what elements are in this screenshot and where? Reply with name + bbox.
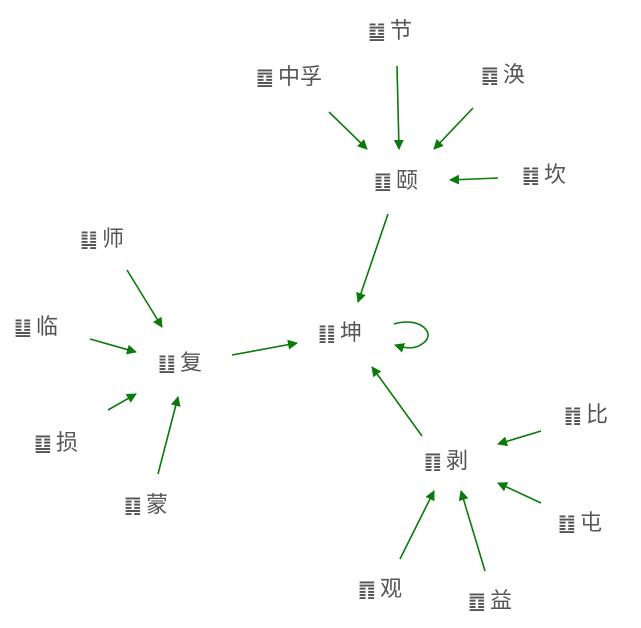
node-guan: ䷓观 xyxy=(358,576,402,603)
node-shi: ䷆师 xyxy=(80,226,124,253)
edge-fu-to-kun xyxy=(231,339,298,356)
node-fu: ䷗复 xyxy=(158,350,202,377)
hexagram-zhongfu-icon: ䷼ xyxy=(256,65,274,89)
node-label-zhongfu: 中孚 xyxy=(277,65,322,90)
hexagram-yi-icon: ䷚ xyxy=(374,169,392,193)
node-label-huan: 涣 xyxy=(502,63,525,88)
edge-zhongfu-to-yi xyxy=(328,111,368,150)
hexagram-shi-icon: ䷆ xyxy=(80,227,98,251)
edge-kun-to-kun xyxy=(393,321,429,353)
node-label-bi: 比 xyxy=(585,403,608,428)
hexagram-jie-icon: ䷻ xyxy=(368,19,386,43)
node-label-kan: 坎 xyxy=(543,163,566,188)
hexagram-kun-icon: ䷁ xyxy=(318,321,336,345)
node-yi: ䷚颐 xyxy=(374,168,418,195)
hexagram-yi2-icon: ䷩ xyxy=(468,589,486,613)
node-label-fu: 复 xyxy=(179,351,202,376)
node-label-yi2: 益 xyxy=(489,589,512,614)
edge-meng-to-fu xyxy=(157,396,181,475)
node-sun: ䷨损 xyxy=(34,430,78,457)
edge-zhun-to-bo xyxy=(497,482,542,504)
hexagram-sun-icon: ䷨ xyxy=(34,431,52,455)
edge-huan-to-yi xyxy=(433,107,474,150)
node-label-guan: 观 xyxy=(379,577,402,602)
edge-jie-to-yi xyxy=(393,65,404,150)
node-label-jie: 节 xyxy=(389,19,412,44)
hexagram-lin-icon: ䷒ xyxy=(14,315,32,339)
hexagram-meng-icon: ䷃ xyxy=(124,493,142,517)
node-bo: ䷖剥 xyxy=(424,448,468,475)
node-yi2: ䷩益 xyxy=(468,588,512,615)
node-huan: ䷺涣 xyxy=(481,62,525,89)
edge-yi-to-kun xyxy=(356,213,389,303)
node-lin: ䷒临 xyxy=(14,314,58,341)
hexagram-huan-icon: ䷺ xyxy=(481,63,499,87)
node-label-bo: 剥 xyxy=(445,449,468,474)
node-label-sun: 损 xyxy=(55,431,78,456)
node-label-zhun: 屯 xyxy=(579,511,602,536)
node-zhongfu: ䷼中孚 xyxy=(256,64,322,91)
node-label-kun: 坤 xyxy=(339,321,362,346)
edge-sun-to-fu xyxy=(107,393,137,411)
node-label-meng: 蒙 xyxy=(145,493,168,518)
node-meng: ䷃蒙 xyxy=(124,492,168,519)
edge-bo-to-kun xyxy=(371,366,423,437)
hexagram-kan-icon: ䷜ xyxy=(522,163,540,187)
edge-lin-to-fu xyxy=(89,338,137,355)
node-label-lin: 临 xyxy=(35,315,58,340)
node-label-yi: 颐 xyxy=(395,169,418,194)
hexagram-fu-icon: ䷗ xyxy=(158,351,176,375)
hexagram-zhun-icon: ䷂ xyxy=(558,511,576,535)
hexagram-bi-icon: ䷇ xyxy=(564,403,582,427)
edge-shi-to-fu xyxy=(126,269,163,328)
edge-kan-to-yi xyxy=(449,174,499,185)
edge-yi2-to-bo xyxy=(458,490,486,572)
node-kan: ䷜坎 xyxy=(522,162,566,189)
node-bi: ䷇比 xyxy=(564,402,608,429)
node-kun: ䷁坤 xyxy=(318,320,362,347)
node-jie: ䷻节 xyxy=(368,18,412,45)
hexagram-guan-icon: ䷓ xyxy=(358,577,376,601)
node-zhun: ䷂屯 xyxy=(558,510,602,537)
hexagram-bo-icon: ䷖ xyxy=(424,449,442,473)
node-label-shi: 师 xyxy=(101,227,124,252)
edge-guan-to-bo xyxy=(399,490,435,560)
edge-bi-to-bo xyxy=(497,430,542,447)
